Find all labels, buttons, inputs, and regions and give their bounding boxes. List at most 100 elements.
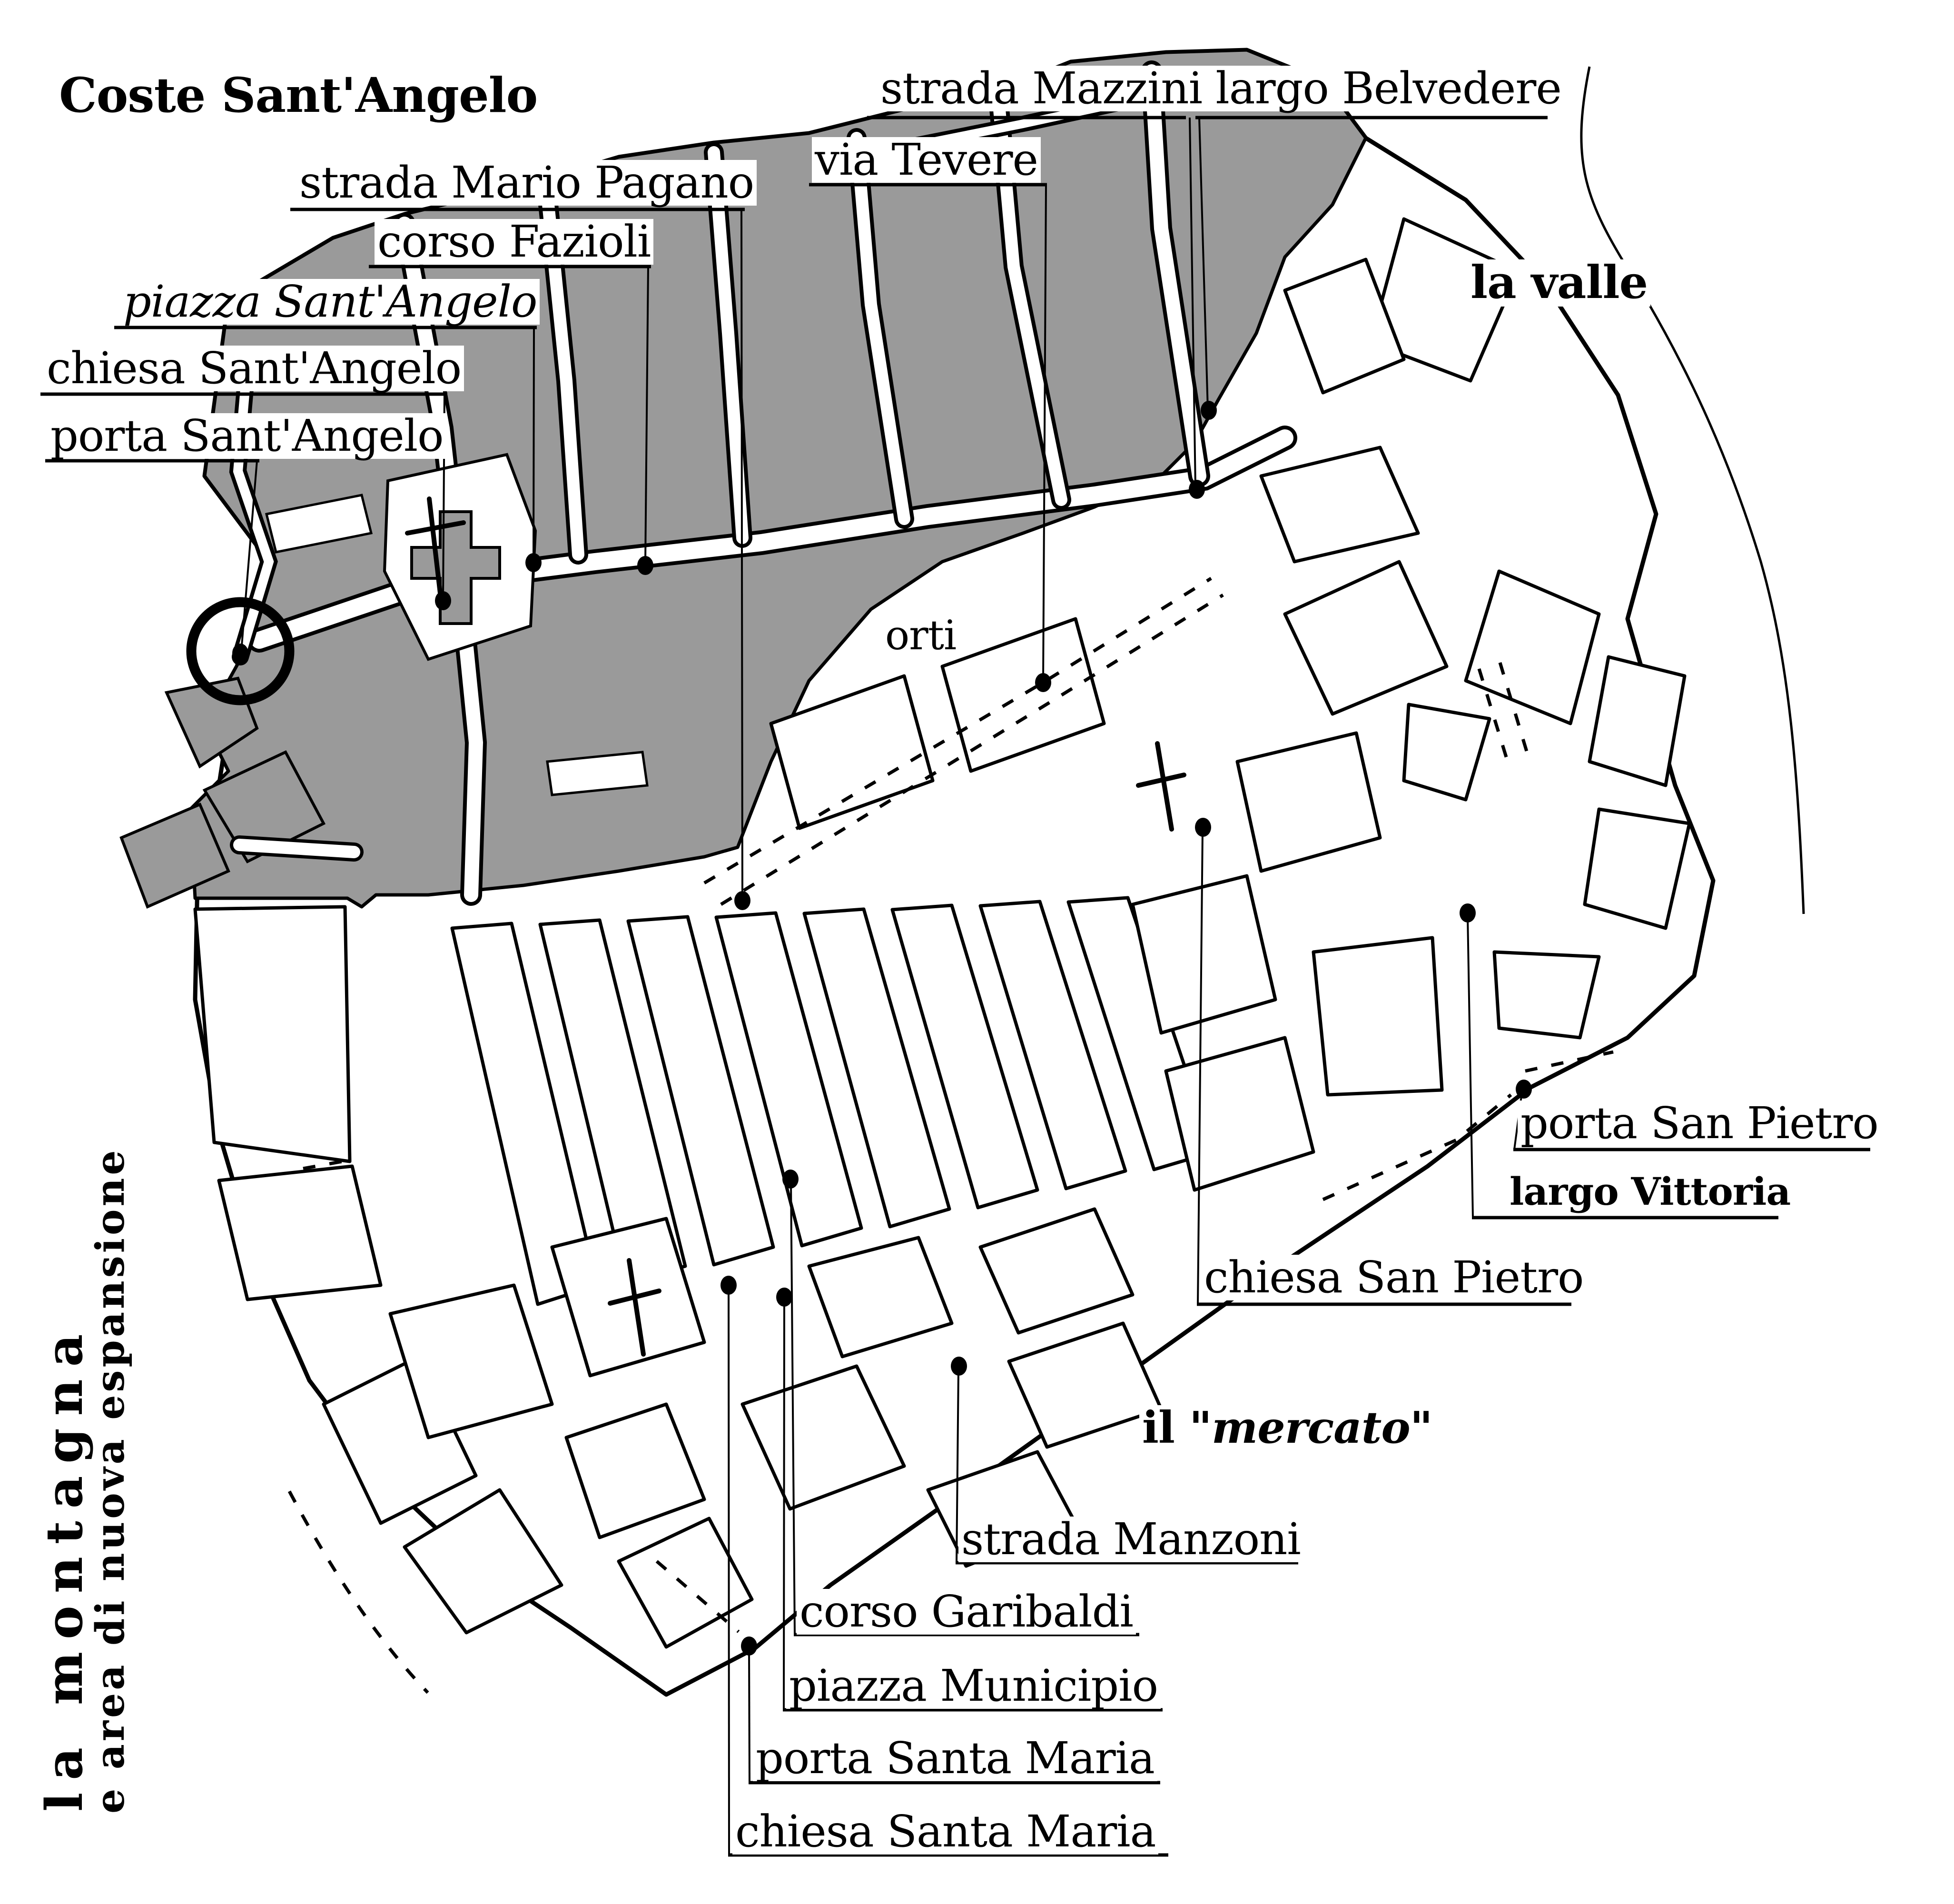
courtyard bbox=[546, 751, 649, 796]
city-block bbox=[1164, 1036, 1315, 1192]
label-la-montagna: la montagna bbox=[34, 1321, 94, 1812]
district-title: Coste Sant'Angelo bbox=[56, 70, 541, 120]
marker-dot-porta-santangelo bbox=[232, 644, 248, 663]
leader-via-tevere bbox=[1042, 184, 1047, 680]
cross-icon-santa-maria-stem bbox=[627, 1258, 646, 1357]
label-chiesa-santangelo: chiesa Sant'Angelo bbox=[44, 346, 464, 391]
street-cross-4 bbox=[850, 132, 910, 525]
cross-icon-santa-maria-bar bbox=[608, 1289, 661, 1306]
leader-corso-garibaldi bbox=[790, 1182, 796, 1635]
marker-dot-piazza-santangelo bbox=[525, 553, 542, 572]
chiesa-santangelo-building bbox=[410, 510, 501, 625]
label-strada-mazzini-largo-belvedere: strada Mazzini largo Belvedere bbox=[878, 66, 1564, 111]
label-piazza-santangelo: piazza Sant'Angelo bbox=[120, 279, 540, 325]
label-leader-lines bbox=[241, 117, 1523, 1855]
city-block bbox=[714, 911, 863, 1248]
cross-icon-santangelo-bar bbox=[405, 520, 466, 536]
city-block bbox=[1402, 703, 1491, 802]
porta-santangelo-highlight-circle bbox=[186, 597, 295, 705]
leader-largo-belvedere bbox=[1198, 117, 1209, 410]
city-block bbox=[1283, 560, 1449, 716]
city-block bbox=[940, 617, 1106, 773]
city-block bbox=[978, 1207, 1135, 1335]
city-block bbox=[193, 905, 352, 1163]
city-block bbox=[740, 1364, 906, 1511]
dashed-lane-a bbox=[1477, 668, 1510, 763]
label-chiesa-santa-maria: chiesa Santa Maria bbox=[732, 1809, 1159, 1854]
city-block bbox=[802, 907, 951, 1229]
marker-dots bbox=[232, 401, 1532, 1656]
label-area-nuova-espansione: e area di nuova espansione bbox=[88, 1147, 133, 1814]
marker-dot-porta-san-pietro bbox=[1516, 1080, 1532, 1099]
marker-dot-largo-belvedere bbox=[1201, 401, 1217, 420]
mercato-word: mercato bbox=[1211, 1402, 1411, 1453]
label-underlines bbox=[40, 116, 1870, 1857]
label-porta-santangelo: porta Sant'Angelo bbox=[48, 413, 446, 459]
city-block bbox=[1235, 731, 1382, 873]
city-block bbox=[1259, 446, 1420, 564]
valley-edge-line bbox=[1580, 66, 1805, 914]
leader-largo-vittoria bbox=[1467, 916, 1474, 1218]
leader-corso-fazioli bbox=[644, 266, 649, 564]
leader-piazza-santangelo bbox=[533, 327, 535, 561]
street-cross-6 bbox=[1145, 64, 1206, 483]
label-la-valle: la valle bbox=[1468, 259, 1651, 307]
label-strada-mario-pagano: strada Mario Pagano bbox=[296, 160, 757, 206]
city-block bbox=[1464, 569, 1601, 725]
gray-block bbox=[119, 803, 230, 909]
dashed-gate-track bbox=[655, 1560, 740, 1633]
city-block bbox=[978, 900, 1127, 1190]
leader-porta-santa-maria bbox=[748, 1649, 750, 1783]
label-piazza-municipio: piazza Municipio bbox=[786, 1663, 1161, 1709]
marker-dot-chiesa-santa-maria bbox=[720, 1276, 737, 1295]
label-il-mercato: il "mercato" bbox=[1139, 1405, 1435, 1451]
city-block bbox=[769, 674, 935, 830]
city-block bbox=[1312, 936, 1444, 1097]
marker-dot-via-tevere bbox=[1035, 673, 1051, 692]
city-block bbox=[388, 1283, 554, 1439]
city-block bbox=[807, 1236, 954, 1359]
city-block bbox=[1492, 950, 1601, 1040]
label-corso-garibaldi: corso Garibaldi bbox=[797, 1589, 1136, 1635]
cross-icon-san-pietro-stem bbox=[1155, 741, 1174, 832]
cross-icon-san-pietro bbox=[1136, 741, 1186, 832]
dashed-wall-lines bbox=[287, 577, 1614, 1694]
city-block bbox=[1588, 655, 1687, 787]
courtyard bbox=[265, 494, 373, 554]
mercato-suffix: " bbox=[1410, 1402, 1433, 1453]
cross-icon-san-pietro-bar bbox=[1136, 773, 1186, 788]
label-orti: orti bbox=[885, 612, 957, 659]
label-porta-san-pietro: porta San Pietro bbox=[1518, 1101, 1881, 1146]
marker-dot-corso-fazioli bbox=[637, 556, 653, 575]
city-block bbox=[564, 1402, 706, 1539]
leader-strada-manzoni bbox=[956, 1369, 959, 1563]
marker-dot-chiesa-santangelo bbox=[435, 591, 451, 610]
cross-icon-santangelo-stem bbox=[427, 496, 444, 608]
dashed-street-gap bbox=[303, 1159, 348, 1170]
mercato-prefix: il " bbox=[1142, 1402, 1212, 1453]
city-block bbox=[217, 1164, 383, 1301]
leader-porta-santangelo bbox=[241, 460, 258, 646]
marker-dot-strada-mario-pagano bbox=[734, 891, 750, 910]
leader-strada-mario-pagano bbox=[740, 209, 743, 898]
marker-dot-porta-santa-maria bbox=[741, 1636, 757, 1656]
city-block bbox=[1583, 807, 1691, 930]
city-block bbox=[1131, 874, 1277, 1035]
city-block bbox=[403, 1488, 563, 1635]
marker-dot-strada-manzoni bbox=[951, 1357, 967, 1376]
label-largo-vittoria: largo Vittoria bbox=[1507, 1171, 1794, 1212]
street-cross-3 bbox=[708, 146, 749, 544]
city-block bbox=[538, 918, 687, 1286]
label-corso-fazioli: corso Fazioli bbox=[375, 219, 654, 265]
cross-icon-santa-maria bbox=[608, 1258, 661, 1357]
label-via-tevere: via Tevere bbox=[812, 137, 1041, 183]
dashed-track-southeast bbox=[1322, 1093, 1512, 1201]
city-block bbox=[1283, 258, 1406, 395]
church-cross-icons bbox=[405, 496, 1186, 1357]
marker-dot-strada-mazzini bbox=[1189, 480, 1205, 499]
marker-dot-largo-vittoria bbox=[1460, 903, 1476, 922]
cross-icon-santangelo bbox=[405, 496, 466, 608]
city-block bbox=[626, 915, 775, 1267]
leader-chiesa-san-pietro bbox=[1197, 830, 1204, 1305]
